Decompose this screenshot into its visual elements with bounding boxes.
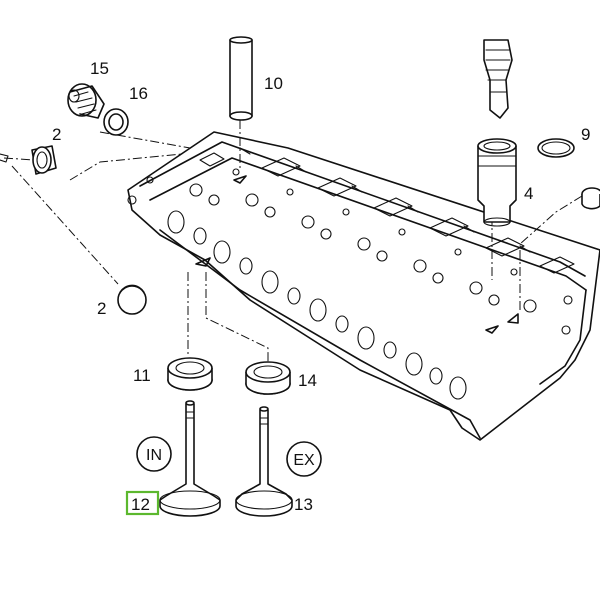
exhaust-tag: EX <box>286 441 322 477</box>
cap-plug-right[interactable] <box>581 187 600 210</box>
callout-14[interactable]: 14 <box>298 371 317 390</box>
callout-11[interactable]: 11 <box>133 366 151 385</box>
port-openings <box>167 210 467 400</box>
callout-12-highlight <box>125 490 160 516</box>
callout-12[interactable]: 12 <box>131 495 150 514</box>
part-11-valve-seat[interactable] <box>167 357 213 391</box>
intake-tag: IN <box>136 436 172 472</box>
part-15-plug[interactable] <box>67 83 105 119</box>
part-2-cup-plug-lower[interactable] <box>117 284 147 315</box>
part-16-o-ring[interactable] <box>103 108 129 136</box>
injector[interactable] <box>483 39 513 119</box>
part-4-injector-sleeve[interactable] <box>477 138 517 227</box>
stud-tip <box>0 153 9 163</box>
callout-2-upper[interactable]: 2 <box>52 125 61 144</box>
callout-15[interactable]: 15 <box>90 59 109 78</box>
callout-4[interactable]: 4 <box>524 184 533 203</box>
cylinder-head[interactable] <box>127 131 600 441</box>
callout-2-lower[interactable]: 2 <box>97 299 106 318</box>
valve-bores <box>189 183 537 313</box>
part-14-valve-seat[interactable] <box>245 361 291 395</box>
part-12-intake-valve[interactable] <box>159 400 221 517</box>
callout-9[interactable]: 9 <box>581 125 590 144</box>
part-13-exhaust-valve[interactable] <box>235 406 293 517</box>
callout-13[interactable]: 13 <box>294 495 313 514</box>
head-bosses <box>199 147 575 274</box>
callout-numbers: 15 16 2 10 9 4 2 11 14 12 13 <box>52 59 590 516</box>
callout-16[interactable]: 16 <box>129 84 148 103</box>
part-10-rod[interactable] <box>229 36 253 121</box>
intake-tag-label: IN <box>146 447 162 464</box>
part-9-o-ring[interactable] <box>537 138 575 158</box>
leader-lines <box>3 120 583 362</box>
part-2-cup-plug-upper[interactable] <box>31 145 57 175</box>
callout-10[interactable]: 10 <box>264 74 283 93</box>
bolt-holes <box>127 168 573 335</box>
exhaust-tag-label: EX <box>293 452 315 469</box>
